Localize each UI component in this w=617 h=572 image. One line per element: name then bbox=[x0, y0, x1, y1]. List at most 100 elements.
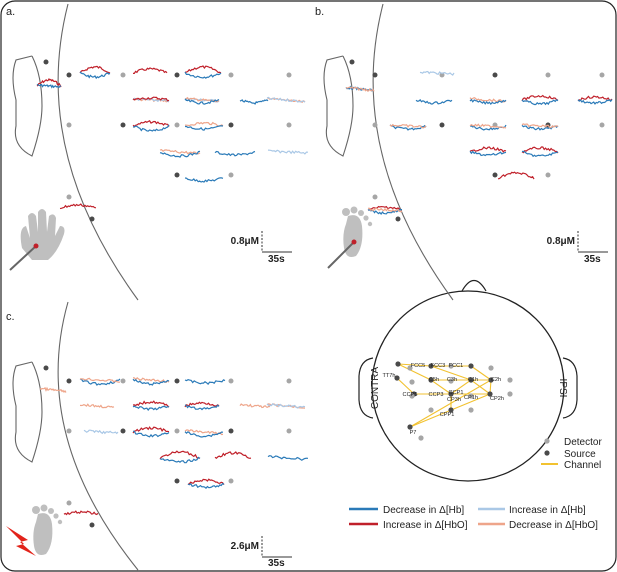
panel-b-channel-9 bbox=[469, 146, 507, 157]
panel-a-channel-14 bbox=[59, 203, 97, 210]
panel-a-trace-9-1 bbox=[185, 125, 224, 131]
panel-c-channel-5 bbox=[132, 400, 170, 411]
panel-a-trace-2-0 bbox=[133, 67, 168, 74]
panel-a-optode-0 bbox=[43, 59, 49, 65]
foot-with-lightning-icon-sole bbox=[33, 513, 53, 555]
panel-a-trace-8-0 bbox=[132, 120, 170, 127]
panel-c-optode-3 bbox=[174, 378, 180, 384]
panel-c bbox=[12, 301, 309, 571]
panel-c-channel-2 bbox=[132, 376, 170, 386]
panel-a-trace-3-0 bbox=[184, 65, 222, 74]
head-detector-10 bbox=[418, 435, 424, 441]
head-channel-label-14: CPP1 bbox=[440, 412, 455, 418]
panel-b-trace-7-0 bbox=[470, 124, 507, 131]
panel-c-optode-4 bbox=[228, 378, 234, 384]
panel-a-trace-8-1 bbox=[132, 124, 170, 132]
panel-c-channel-9 bbox=[83, 429, 119, 435]
panels bbox=[6, 3, 613, 571]
legend-decrease-hb-label: Decrease in Δ[Hb] bbox=[383, 505, 464, 516]
panel-a-trace-5-1 bbox=[184, 96, 220, 103]
head-right-ear bbox=[562, 357, 578, 419]
panel-a-channel-5 bbox=[184, 96, 220, 105]
panel-c-trace-3-0 bbox=[184, 379, 226, 385]
panel-b-trace-7-1 bbox=[469, 123, 507, 129]
head-channel-label-2: FCC1 bbox=[449, 363, 464, 369]
panel-b-channel-6 bbox=[389, 123, 427, 131]
panel-c-trace-16-0 bbox=[63, 510, 99, 516]
foot-with-lightning-icon bbox=[6, 504, 63, 556]
panel-a-channel-2 bbox=[133, 67, 168, 74]
panel-b-scale-value: 0.8μM bbox=[547, 236, 575, 247]
panel-a-optode-7 bbox=[120, 122, 126, 128]
panel-c-channel-14 bbox=[267, 455, 309, 461]
panel-a-time-value: 35s bbox=[268, 254, 285, 265]
panel-a-trace-11-0 bbox=[214, 150, 256, 157]
panel-c-optode-2 bbox=[120, 378, 126, 384]
foot-with-lightning-icon-toe-2 bbox=[48, 508, 54, 514]
panel-a-ear bbox=[12, 55, 43, 157]
head-detector-5 bbox=[409, 393, 415, 399]
panel-a-scalp-curve bbox=[57, 3, 139, 301]
panel-b-channel-5 bbox=[577, 95, 613, 105]
contra-label: CONTRA bbox=[370, 367, 381, 410]
foot-with-brush-icon-toe-4 bbox=[367, 221, 373, 227]
panel-c-optode-5 bbox=[286, 378, 292, 384]
panel-a bbox=[12, 3, 309, 301]
panel-b-channel-12 bbox=[367, 205, 403, 215]
panel-a-channel-13 bbox=[184, 177, 224, 183]
panel-a-channel-6 bbox=[239, 99, 269, 105]
panel-b-optode-14 bbox=[395, 216, 401, 222]
panel-a-channel-1 bbox=[79, 65, 111, 80]
panel-c-trace-6-1 bbox=[184, 404, 220, 411]
panel-b-scalp-curve bbox=[372, 3, 454, 301]
panel-a-optode-5 bbox=[286, 72, 292, 78]
foot-with-brush-icon-brush bbox=[327, 241, 355, 269]
panel-c-scalp-curve bbox=[57, 301, 139, 571]
panel-b-channel-7 bbox=[469, 123, 507, 131]
head-nose bbox=[461, 279, 487, 292]
panel-b-label: b. bbox=[315, 6, 324, 18]
panel-a-trace-0-1 bbox=[36, 83, 62, 89]
panel-a-trace-5-2 bbox=[184, 98, 220, 105]
head-channel-label-5: C3h bbox=[447, 377, 457, 383]
foot-with-brush-icon-toe-2 bbox=[358, 210, 364, 216]
panel-a-trace-10-0 bbox=[159, 149, 201, 155]
panel-c-trace-10-0 bbox=[132, 426, 170, 434]
panel-a-trace-1-0 bbox=[79, 65, 111, 74]
panel-c-channel-8 bbox=[266, 402, 306, 409]
panel-b-channel-8 bbox=[521, 123, 559, 131]
legend-source-label: Source bbox=[564, 449, 596, 460]
panel-c-trace-12-0 bbox=[159, 450, 201, 460]
panel-c-channel-16 bbox=[63, 510, 99, 516]
panel-a-channel-3 bbox=[184, 65, 222, 79]
panel-b-time-value: 35s bbox=[584, 254, 601, 265]
head-detector-6 bbox=[468, 393, 474, 399]
ipsi-label: IPSI bbox=[557, 379, 568, 398]
panel-b-optode-11 bbox=[492, 172, 498, 178]
panel-b-trace-6-0 bbox=[389, 124, 427, 131]
panel-b-trace-12-1 bbox=[367, 208, 403, 215]
panel-b-ear bbox=[323, 55, 354, 157]
head-channel-label-8: CCP5 bbox=[403, 392, 418, 398]
panel-c-optode-14 bbox=[89, 522, 95, 528]
panel-a-channel-0 bbox=[36, 78, 62, 89]
panel-c-channel-15 bbox=[187, 478, 225, 490]
panel-b-optode-13 bbox=[372, 194, 378, 200]
foot-with-lightning-icon-toe-4 bbox=[57, 519, 63, 525]
head-source-8 bbox=[448, 391, 454, 397]
panel-c-channel-4 bbox=[79, 403, 115, 409]
panel-b-channel-2 bbox=[415, 99, 453, 105]
panel-a-channel-7 bbox=[266, 96, 306, 104]
panel-a-channel-9 bbox=[184, 121, 224, 131]
panel-c-channel-6 bbox=[184, 401, 220, 411]
head-channel-label-4: C5h bbox=[429, 377, 439, 383]
panel-c-channel-10 bbox=[132, 426, 170, 438]
head-detector-1 bbox=[448, 363, 454, 369]
foot-with-lightning-icon-toe-3 bbox=[53, 513, 59, 519]
panel-b-trace-2-0 bbox=[415, 99, 453, 105]
panel-c-optode-8 bbox=[174, 428, 180, 434]
panel-a-trace-14-0 bbox=[59, 203, 97, 210]
panel-b-channel-1 bbox=[419, 70, 455, 76]
